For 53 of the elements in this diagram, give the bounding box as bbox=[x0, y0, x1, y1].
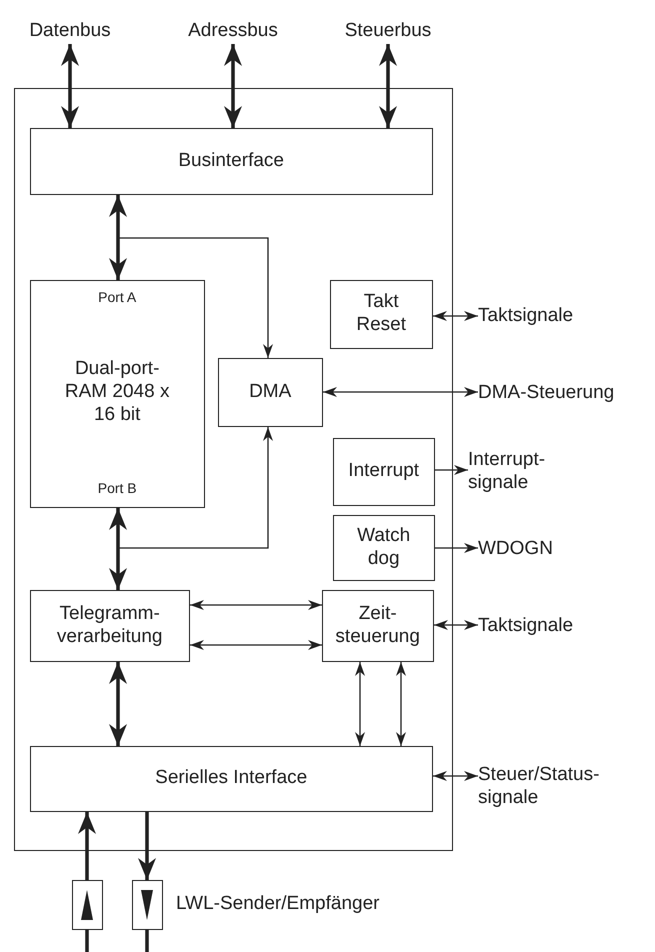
connector-line bbox=[85, 930, 89, 952]
arrow bbox=[190, 640, 322, 650]
interface-box bbox=[30, 746, 433, 812]
box-label: Telegramm- verarbeitung bbox=[56, 602, 164, 648]
arrow bbox=[109, 662, 127, 746]
port-label: Port A bbox=[98, 288, 136, 306]
arrow bbox=[190, 600, 322, 610]
arrow bbox=[433, 311, 478, 321]
arrow bbox=[433, 771, 478, 781]
arrow bbox=[61, 44, 79, 128]
arrow bbox=[434, 620, 478, 630]
memory-box bbox=[30, 280, 205, 508]
process-box bbox=[30, 590, 190, 662]
arrow bbox=[109, 508, 127, 590]
box-label: DMA bbox=[249, 380, 292, 404]
box-label: Interrupt bbox=[348, 460, 420, 484]
transceiver-box bbox=[72, 880, 103, 930]
signal-label: WDOGN bbox=[478, 538, 553, 560]
connector-line bbox=[145, 930, 149, 952]
interface-box bbox=[30, 128, 433, 195]
timing-box bbox=[322, 590, 434, 662]
dma-box bbox=[218, 358, 323, 427]
box-label: Businterface bbox=[178, 150, 284, 173]
arrow bbox=[396, 662, 406, 746]
signal-label: Steuerbus bbox=[344, 20, 432, 42]
arrow bbox=[355, 662, 365, 746]
signal-label: Adressbus bbox=[187, 20, 279, 42]
arrow bbox=[379, 44, 397, 128]
box-label: Takt Reset bbox=[355, 291, 407, 337]
signal-label: Taktsignale bbox=[478, 614, 574, 638]
arrow bbox=[224, 44, 242, 128]
module-frame bbox=[14, 88, 453, 851]
box-label: Serielles Interface bbox=[155, 767, 308, 790]
signal-label: Datenbus bbox=[28, 20, 112, 42]
arrow bbox=[435, 465, 468, 475]
arrow bbox=[138, 812, 156, 880]
component-label: LWL-Sender/Empfänger bbox=[176, 893, 380, 916]
signal-label: Taktsignale bbox=[478, 304, 574, 328]
signal-label: DMA-Steuerung bbox=[478, 382, 614, 404]
arrow bbox=[78, 812, 96, 880]
clock-box bbox=[330, 280, 433, 349]
arrow bbox=[323, 387, 478, 397]
interrupt-box bbox=[332, 438, 435, 506]
watchdog-box bbox=[332, 514, 435, 581]
port-label: Port B bbox=[98, 480, 137, 497]
memory-label: Dual-port- RAM 2048 x 16 bit bbox=[64, 358, 170, 427]
transceiver-box bbox=[132, 880, 163, 930]
signal-label: Interrupt- signale bbox=[468, 449, 546, 495]
signal-label: Steuer/Status- signale bbox=[478, 764, 600, 810]
box-label: Watch dog bbox=[356, 524, 412, 570]
box-label: Zeit- steuerung bbox=[334, 602, 421, 648]
arrow bbox=[435, 543, 478, 553]
arrow bbox=[109, 195, 127, 280]
